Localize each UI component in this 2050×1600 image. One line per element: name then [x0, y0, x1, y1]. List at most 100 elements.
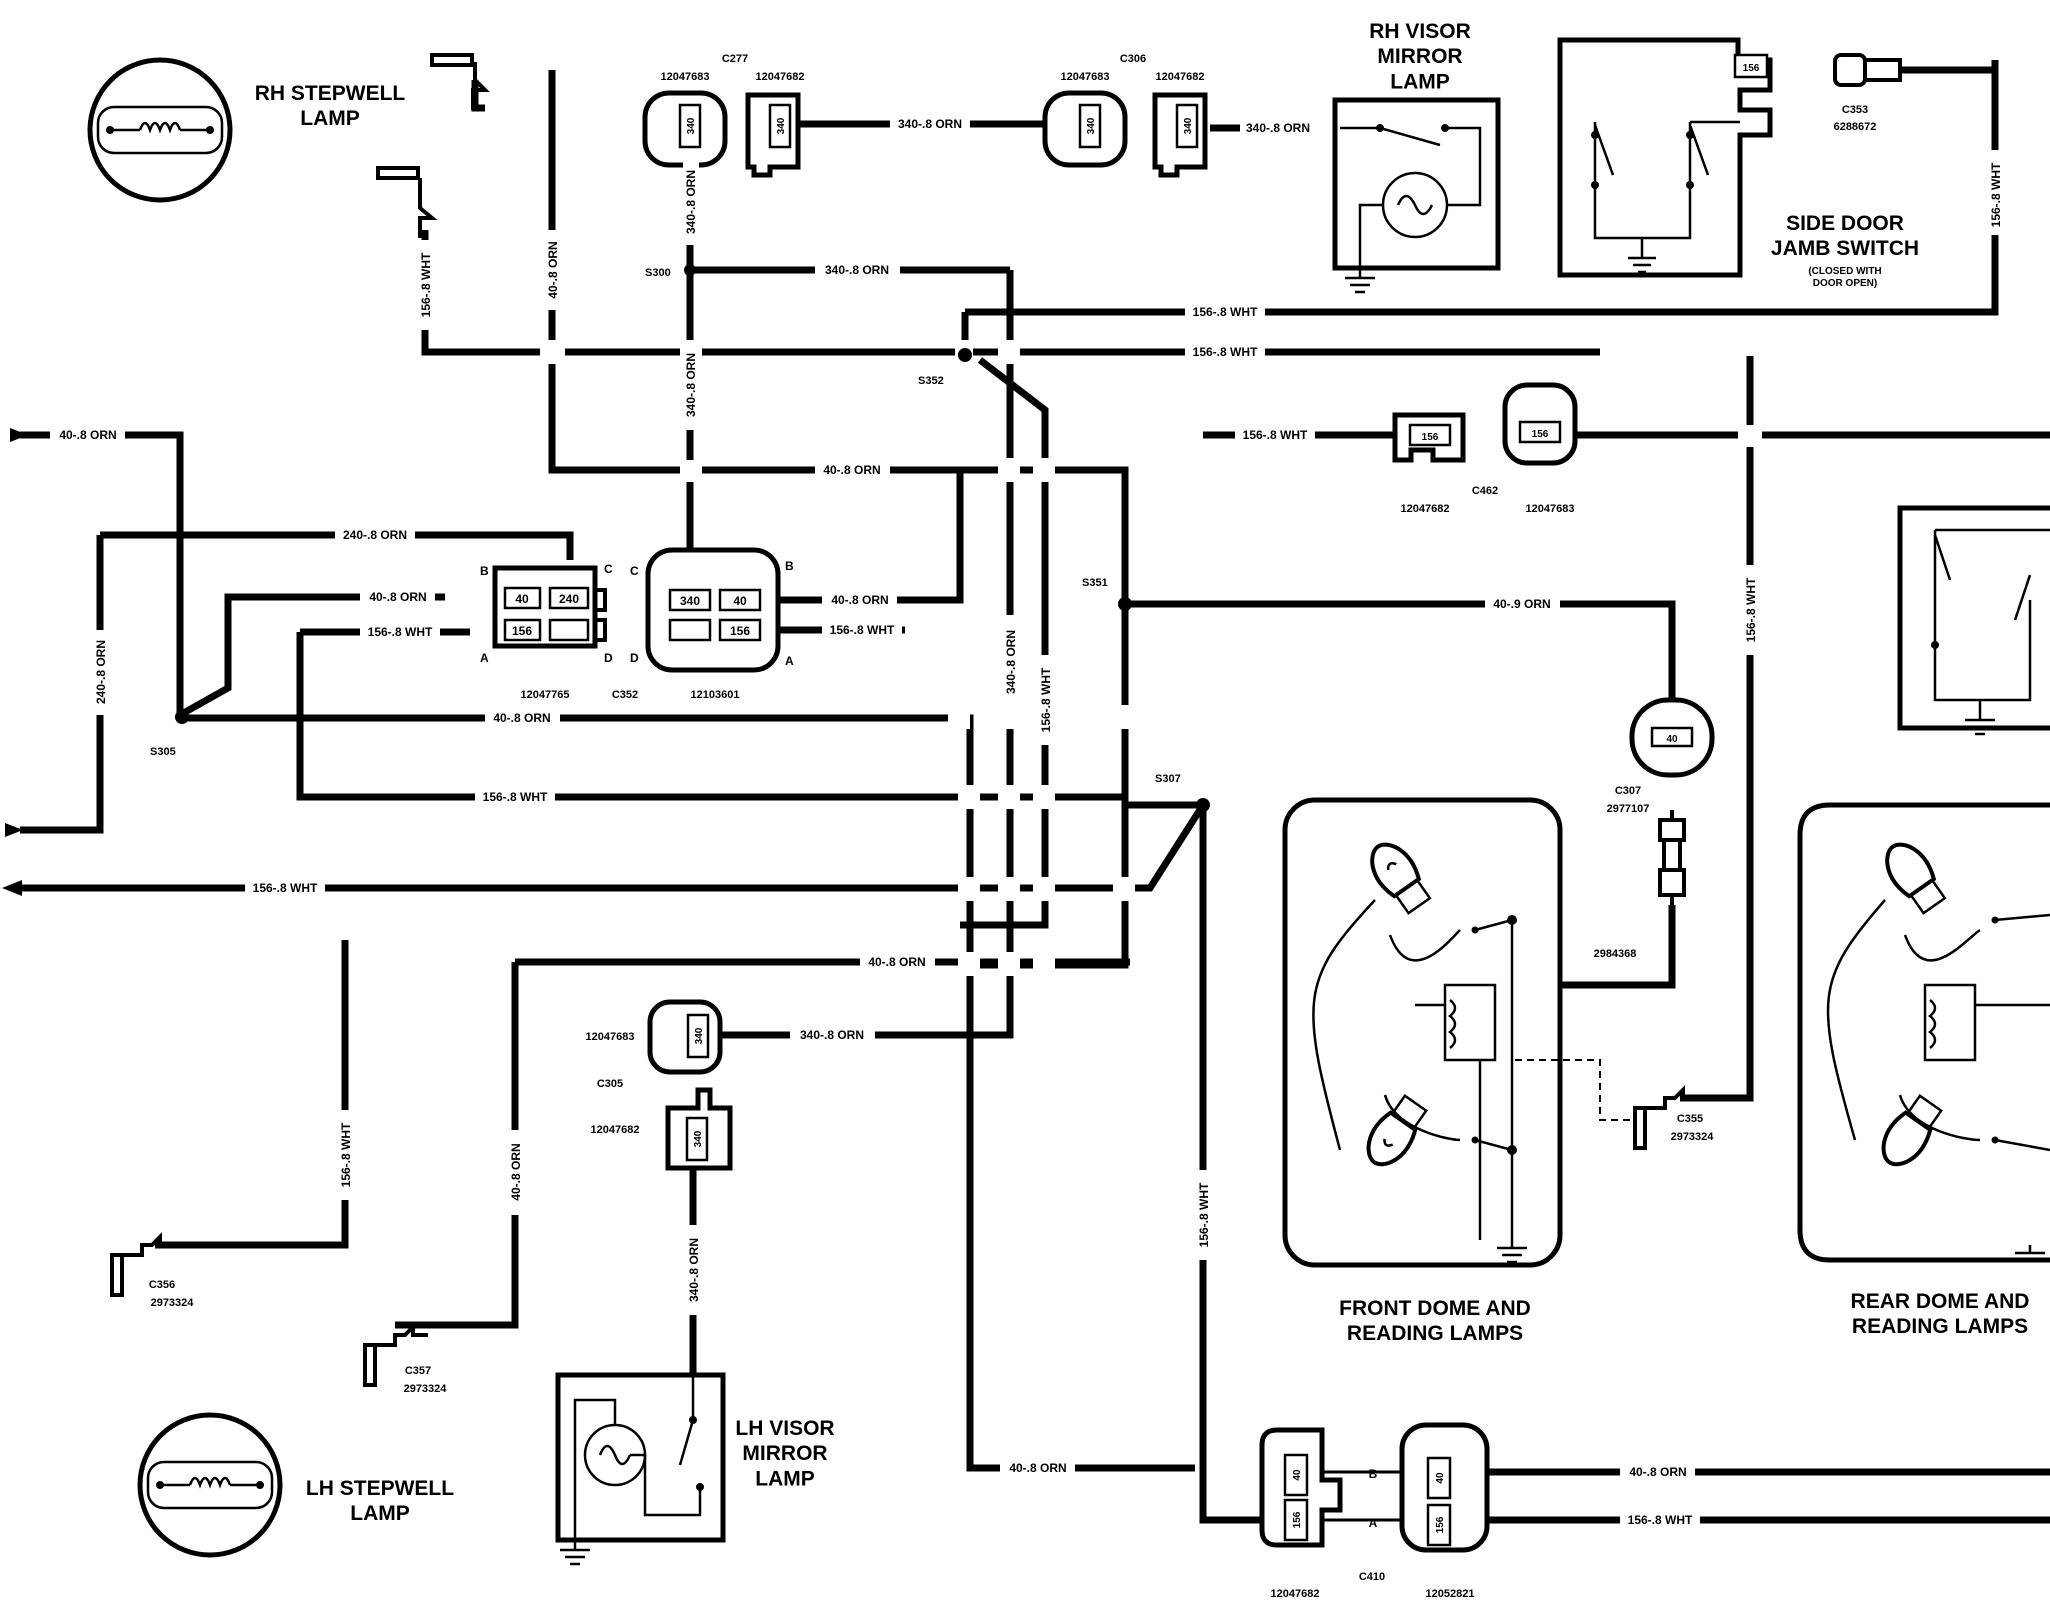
wire-label: 156-.8 WHT — [253, 881, 318, 895]
connector-c462: 156 156 — [1392, 382, 1578, 466]
wire-label: 40-.8 ORN — [1629, 1465, 1686, 1479]
wire-label: 156-.8 WHT — [1243, 428, 1308, 442]
pin-label: 340 — [1086, 117, 1097, 134]
wire-label: 40-.8 ORN — [369, 590, 426, 604]
pin-label: 40 — [515, 592, 529, 606]
pin-label: 156 — [730, 624, 750, 638]
wire-label: 156-.8 WHT — [1193, 305, 1258, 319]
wire-label: 156-.8 WHT — [483, 790, 548, 804]
wire-label: 156-.8 WHT — [1197, 1182, 1211, 1247]
terminals-c356-c357-c355 — [110, 1085, 1698, 1387]
connector-c307: 40 — [1629, 697, 1715, 905]
label-c355-pn: 2973324 — [1671, 1131, 1715, 1143]
wire-labels-horizontal: 340-.8 ORN 340-.8 ORN 340-.8 ORN 156-.8 … — [50, 115, 1700, 1528]
wire-label: 156-.8 WHT — [1744, 577, 1758, 642]
wire-label: 40-.8 ORN — [59, 428, 116, 442]
label-pn: 12047682 — [591, 1124, 640, 1136]
label-c277: C277 — [722, 53, 748, 65]
label-c307-pn: 2977107 — [1607, 803, 1650, 815]
wire-label: 40-.8 ORN — [546, 241, 560, 298]
title-line: LAMP — [300, 107, 360, 130]
rh-stepwell-lamp — [87, 57, 233, 203]
pin-label: 40 — [1292, 1469, 1303, 1481]
label-c356-pn: 2973324 — [151, 1297, 195, 1309]
pin-label: 40 — [1666, 734, 1678, 745]
label-pn: 12047765 — [521, 689, 570, 701]
label-pn: 12047682 — [756, 71, 805, 83]
side-door-jamb-switch: 156 — [1557, 37, 1773, 278]
wire-label: 40-.8 ORN — [868, 955, 925, 969]
label-s300: S300 — [645, 267, 671, 279]
wire-labels-vertical: 340-.8 ORN 340-.8 ORN 40-.8 ORN 156-.8 W… — [93, 150, 2004, 1315]
pin-letter: D — [604, 651, 613, 665]
wire-label: 340-.8 ORN — [1246, 121, 1310, 135]
title-line: LAMP — [350, 1502, 410, 1525]
splice-s352-dot — [958, 348, 972, 362]
connector-c305: 340 340 — [647, 999, 733, 1171]
pin-letter: B — [480, 564, 489, 578]
splice-s351-dot — [1118, 597, 1132, 611]
pin-letter: C — [630, 564, 639, 578]
splice-s300-dot — [684, 264, 696, 276]
label-pn: 12047683 — [661, 71, 710, 83]
wire-label: 40-.9 ORN — [1493, 597, 1550, 611]
wire-label: 156-.8 WHT — [419, 252, 433, 317]
wire-label: 156-.8 WHT — [830, 623, 895, 637]
pin-letter: B — [785, 559, 794, 573]
title-line: LAMP — [755, 1467, 815, 1490]
connector-c353 — [1833, 53, 1995, 87]
label-pn: 12047683 — [586, 1031, 635, 1043]
pin-label: 156 — [1743, 63, 1760, 74]
wire-label: 40-.8 ORN — [493, 711, 550, 725]
pin-label: 156 — [512, 624, 532, 638]
wire-label: 40-.8 ORN — [831, 593, 888, 607]
wire-label: 156-.8 WHT — [1989, 162, 2003, 227]
pin-label: 40 — [1435, 1472, 1446, 1484]
rh-visor-mirror-lamp — [1332, 97, 1501, 294]
label-pn: 12047682 — [1271, 1588, 1320, 1600]
rh-stepwell-terminals — [376, 53, 490, 238]
wire-label: 340-.8 ORN — [684, 353, 698, 417]
wire-label: 40-.8 ORN — [823, 463, 880, 477]
wire-network — [10, 60, 2050, 1524]
pin-label: 156 — [1532, 429, 1549, 440]
wire-label: 240-.8 ORN — [94, 640, 108, 704]
connector-c277: 340 340 — [642, 90, 801, 178]
label-c356: C356 — [149, 1279, 175, 1291]
title-line: DOOR OPEN) — [1813, 278, 1877, 289]
title-line: JAMB SWITCH — [1771, 237, 1919, 260]
title-line: MIRROR — [742, 1442, 827, 1465]
pin-label: 340 — [1183, 117, 1194, 134]
pin-label: 40 — [733, 594, 747, 608]
wire-label: 156-.8 WHT — [1039, 667, 1053, 732]
splices — [175, 264, 1210, 812]
pin-label: 340 — [776, 117, 787, 134]
label-c410: C410 — [1359, 1571, 1385, 1583]
label-pn: 12052821 — [1426, 1588, 1475, 1600]
label-pn: 12047682 — [1401, 503, 1450, 515]
splice-s305-dot — [175, 710, 189, 724]
pin-label: 156 — [1422, 432, 1439, 443]
pin-label: 240 — [559, 592, 579, 606]
connector-c352: 40 240 156 B C A D 340 40 156 C B D A — [480, 547, 794, 673]
lh-visor-mirror-lamp — [555, 1372, 726, 1566]
label-pn: 12047683 — [1526, 503, 1575, 515]
wire-label: 340-.8 ORN — [687, 1238, 701, 1302]
label-s307: S307 — [1155, 773, 1181, 785]
pin-label: 340 — [693, 1130, 704, 1147]
pin-letter: B — [1369, 1467, 1378, 1481]
label-c353: C353 — [1842, 104, 1868, 116]
wire-label: 340-.8 ORN — [684, 170, 698, 234]
wire-label: 340-.8 ORN — [1004, 630, 1018, 694]
label-s352: S352 — [918, 375, 944, 387]
label-s305: S305 — [150, 746, 176, 758]
label-c352: C352 — [612, 689, 638, 701]
label-pn: 2984368 — [1594, 948, 1637, 960]
pin-letter: D — [630, 651, 639, 665]
